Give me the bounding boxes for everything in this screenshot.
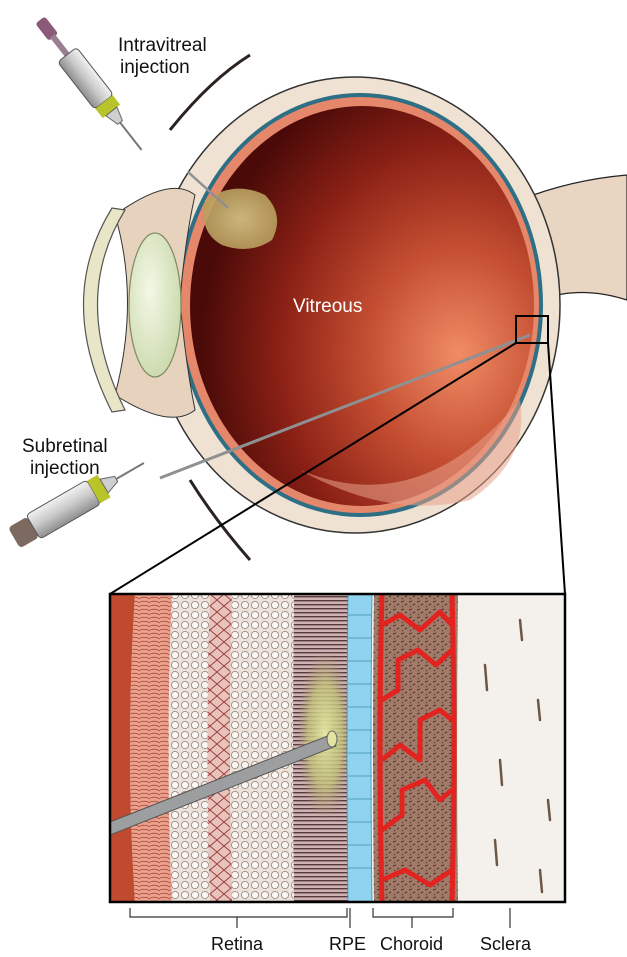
retina-label: Retina	[211, 934, 263, 955]
intravitreal-line-2: injection	[118, 57, 207, 79]
subretinal-line-1: Subretinal	[22, 436, 108, 458]
intravitreal-label: Intravitreal injection	[118, 35, 207, 79]
inset-cross-section	[110, 594, 565, 902]
rpe-label: RPE	[329, 934, 366, 955]
subretinal-line-2: injection	[22, 458, 108, 480]
zoom-line-right	[548, 343, 565, 594]
sclera-label: Sclera	[480, 934, 531, 955]
vitreous-label: Vitreous	[293, 296, 362, 318]
label-brackets	[130, 908, 510, 928]
intravitreal-line-1: Intravitreal	[118, 35, 207, 57]
choroid-label: Choroid	[380, 934, 443, 955]
subretinal-label: Subretinal injection	[22, 436, 108, 480]
lens	[129, 233, 181, 377]
